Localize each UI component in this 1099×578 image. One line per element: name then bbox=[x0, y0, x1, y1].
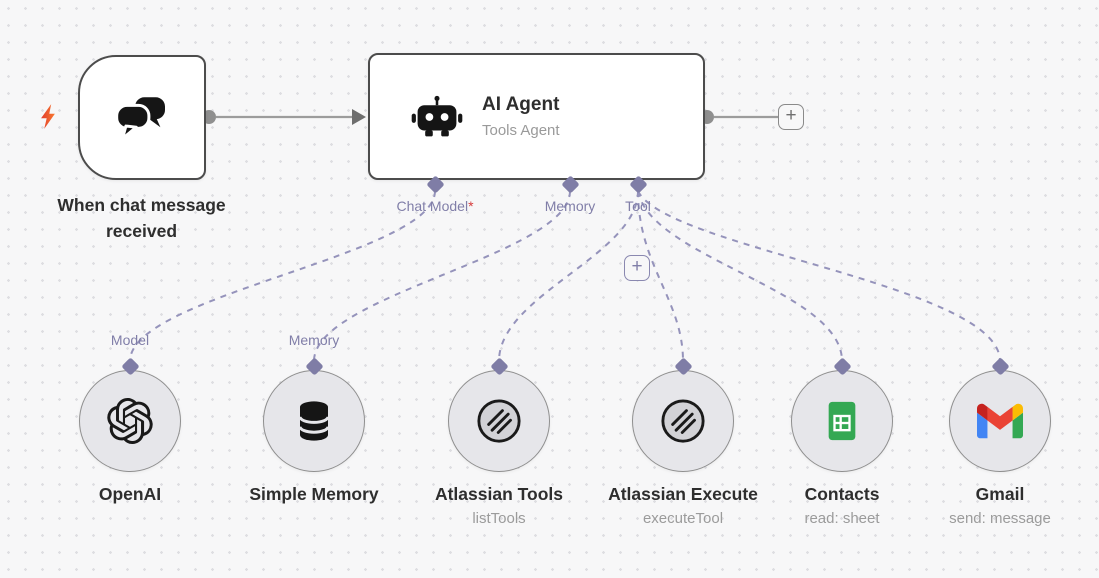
subnode-circle-openai[interactable] bbox=[79, 370, 181, 472]
subnode-title: Contacts bbox=[804, 484, 880, 504]
add-node-button[interactable]: + bbox=[778, 104, 804, 130]
subnode-gmail: Gmail send: message bbox=[905, 332, 1095, 528]
agent-title: AI Agent bbox=[482, 94, 560, 115]
openai-icon bbox=[107, 398, 153, 444]
subnode-circle-contacts[interactable] bbox=[791, 370, 893, 472]
subnode-circle-atlassian-tools[interactable] bbox=[448, 370, 550, 472]
subnode-title: Gmail bbox=[975, 484, 1025, 504]
subnode-subtitle: executeTool bbox=[642, 510, 724, 527]
google-sheets-icon bbox=[828, 401, 856, 441]
required-asterisk: * bbox=[468, 198, 474, 214]
subnode-openai: Model OpenAI bbox=[35, 332, 225, 528]
mcp-icon bbox=[661, 399, 705, 443]
agent-port-label-chat-model: Chat Model* bbox=[396, 198, 474, 214]
agent-input-arrow-icon bbox=[352, 109, 366, 125]
agent-port-label-tool: Tool bbox=[625, 198, 651, 214]
subnode-atlassian-tools: Atlassian Tools listTools bbox=[404, 332, 594, 528]
subnode-subtitle: listTools bbox=[472, 510, 526, 527]
robot-icon bbox=[411, 95, 463, 136]
subnode-circle-atlassian-execute[interactable] bbox=[632, 370, 734, 472]
trigger-node-label: When chat message received bbox=[57, 195, 226, 242]
database-icon bbox=[298, 401, 330, 441]
subnode-atlassian-execute: Atlassian Execute executeTool bbox=[588, 332, 778, 528]
add-tool-button[interactable]: + bbox=[624, 255, 650, 281]
trigger-node-when-chat-message-received[interactable] bbox=[78, 55, 206, 180]
lightning-icon bbox=[41, 104, 55, 129]
subnode-subtitle: read: sheet bbox=[804, 510, 880, 527]
agent-port-label-memory: Memory bbox=[544, 198, 596, 214]
gmail-icon bbox=[977, 403, 1023, 439]
subnode-subtitle: send: message bbox=[949, 510, 1051, 527]
mcp-icon bbox=[477, 399, 521, 443]
subnode-title: Simple Memory bbox=[249, 484, 379, 504]
subnode-title: Atlassian Tools bbox=[434, 484, 564, 504]
subnode-title: Atlassian Execute bbox=[608, 484, 758, 504]
chat-bubbles-icon bbox=[115, 96, 165, 140]
ai-agent-node[interactable]: AI Agent Tools Agent bbox=[368, 53, 705, 180]
agent-text: AI Agent Tools Agent bbox=[482, 94, 560, 139]
subnode-simple-memory: Memory Simple Memory bbox=[219, 332, 409, 528]
subnode-circle-simple-memory[interactable] bbox=[263, 370, 365, 472]
subnode-circle-gmail[interactable] bbox=[949, 370, 1051, 472]
subnode-port-label: Memory bbox=[288, 332, 340, 348]
agent-subtitle: Tools Agent bbox=[482, 122, 560, 139]
subnode-port-label: Model bbox=[110, 332, 150, 348]
subnode-contacts: Contacts read: sheet bbox=[747, 332, 937, 528]
subnode-title: OpenAI bbox=[98, 484, 162, 504]
